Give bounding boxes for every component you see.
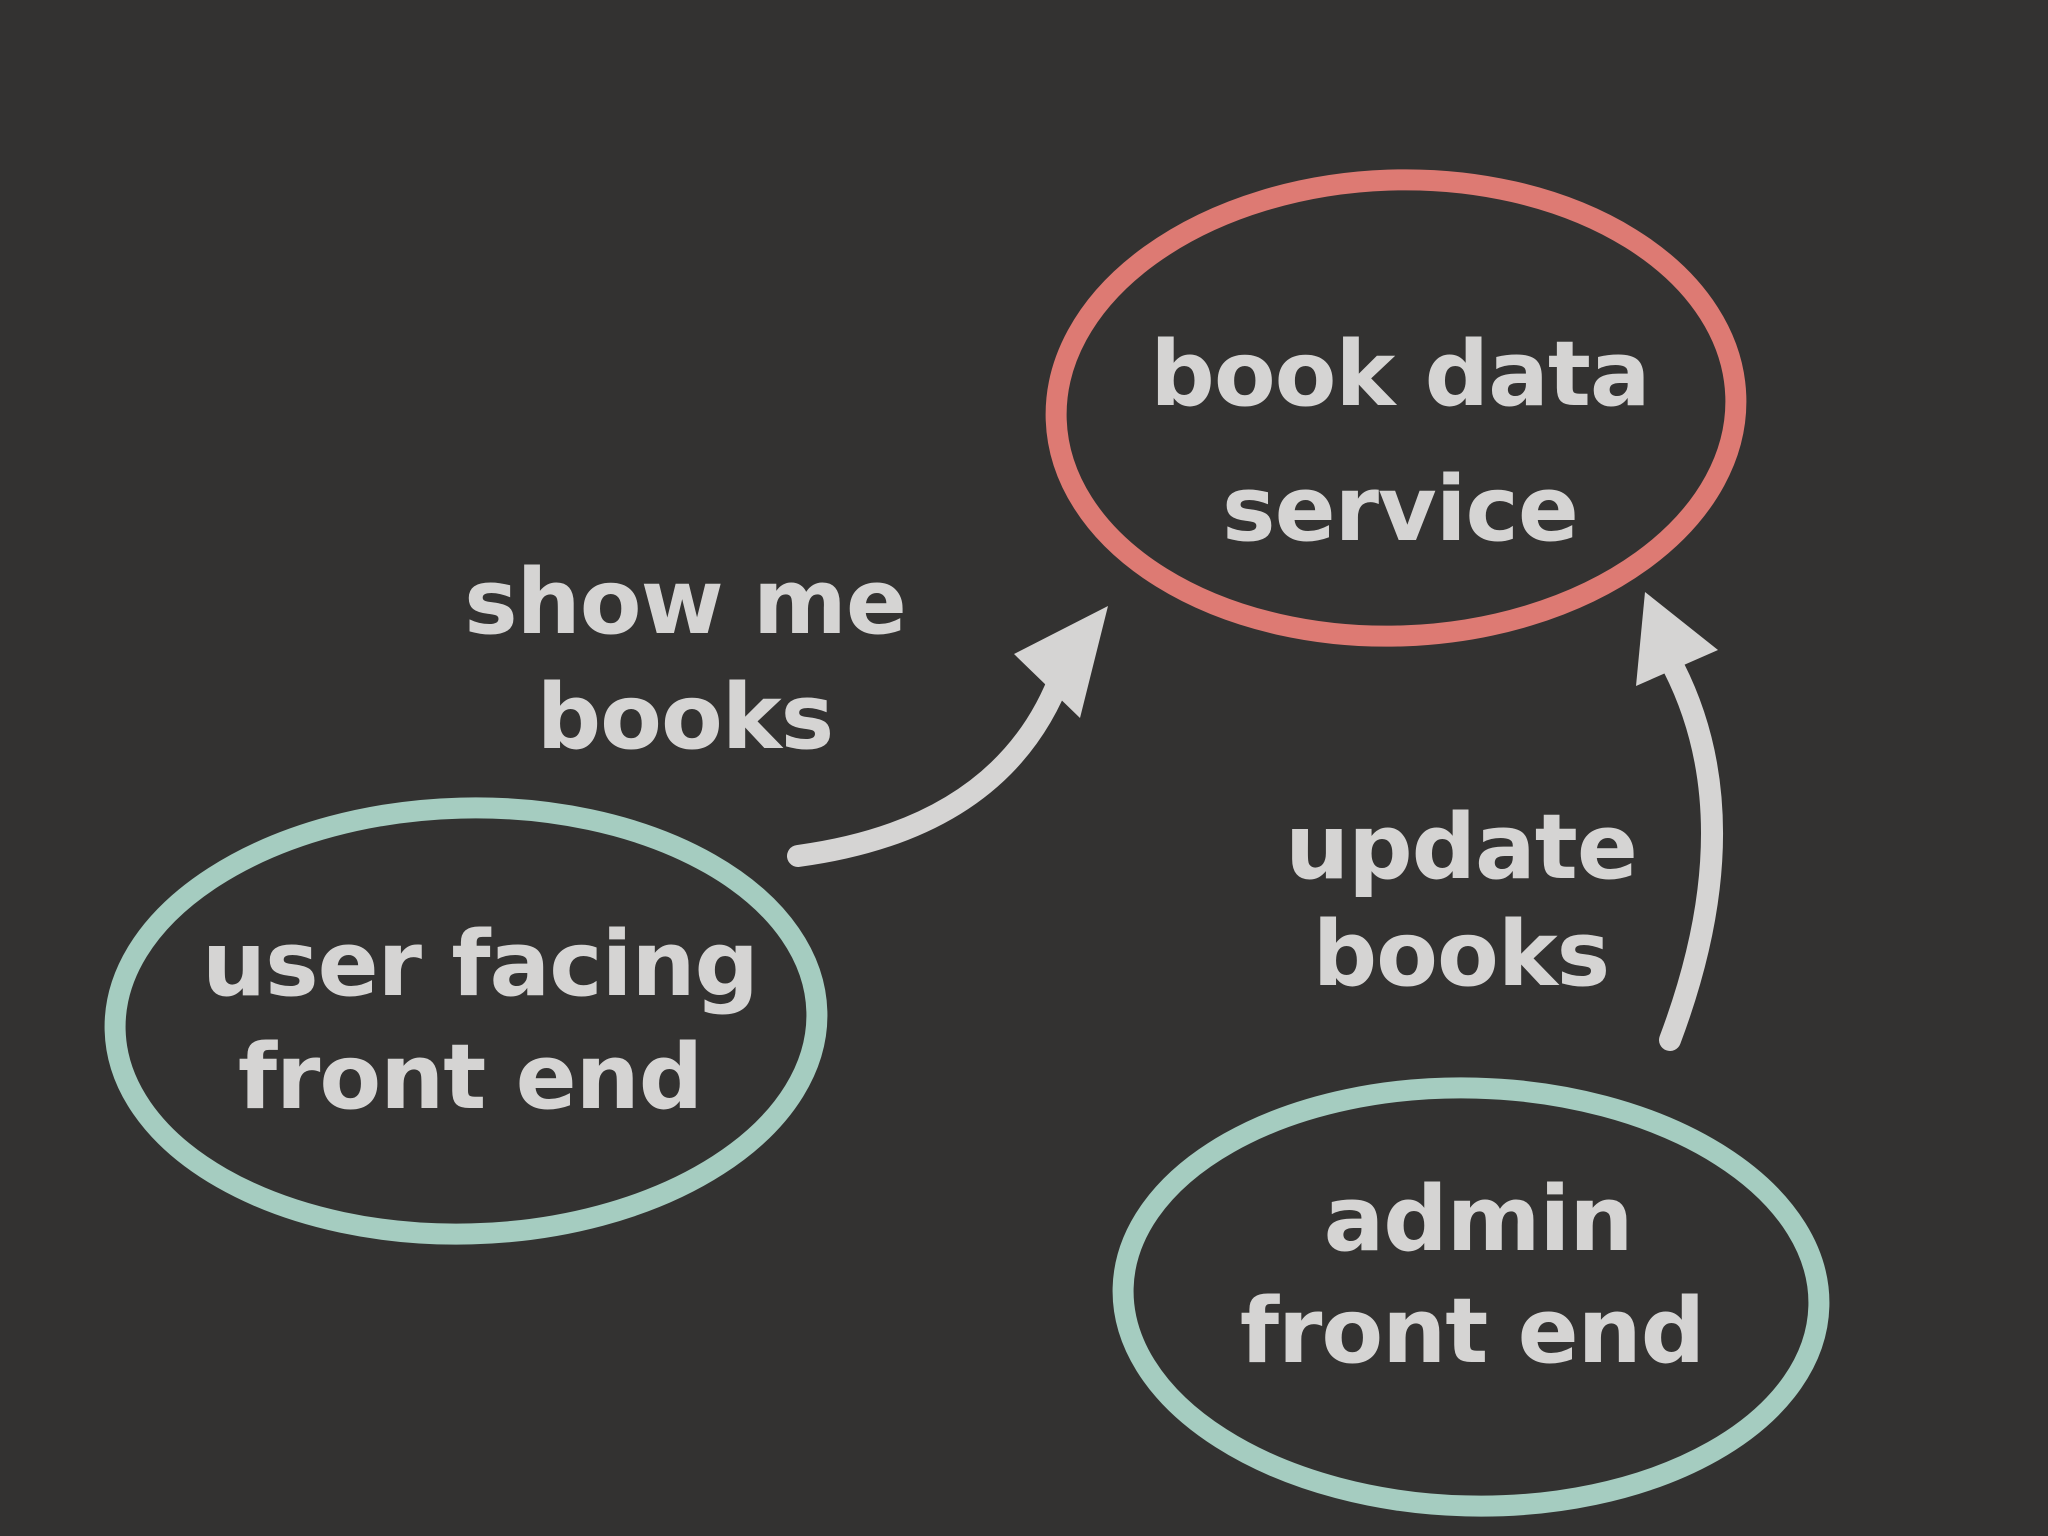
node-book-data-service: book data service — [1045, 169, 1747, 647]
edge-update-books-arrowhead-icon — [1636, 592, 1718, 686]
edge-update-books: update books — [1285, 592, 1723, 1051]
edge-show-me-books-label-line2: books — [537, 665, 834, 770]
node-user-facing-front-end-ellipse — [104, 797, 828, 1245]
node-book-data-service-label-line2: service — [1222, 457, 1578, 562]
node-admin-front-end: admin front end — [1112, 1077, 1830, 1517]
edge-show-me-books-label-line1: show me — [464, 550, 906, 655]
node-book-data-service-ellipse — [1045, 169, 1747, 647]
node-book-data-service-label-line1: book data — [1150, 322, 1649, 427]
node-user-facing-front-end-label-line1: user facing — [202, 912, 758, 1017]
node-admin-front-end-ellipse — [1112, 1077, 1830, 1517]
edge-update-books-label-line2: books — [1313, 902, 1610, 1007]
node-admin-front-end-label-line2: front end — [1240, 1279, 1704, 1384]
edge-show-me-books-arrow-shaft — [787, 661, 1073, 867]
node-admin-front-end-label-line1: admin — [1324, 1167, 1633, 1272]
edge-show-me-books-arrowhead-icon — [1014, 606, 1108, 718]
edge-show-me-books: show me books — [464, 550, 1108, 867]
edge-update-books-arrow-shaft — [1659, 657, 1723, 1051]
node-user-facing-front-end-label-line2: front end — [238, 1025, 702, 1130]
edge-update-books-label-line1: update — [1285, 795, 1637, 900]
node-user-facing-front-end: user facing front end — [104, 797, 828, 1245]
